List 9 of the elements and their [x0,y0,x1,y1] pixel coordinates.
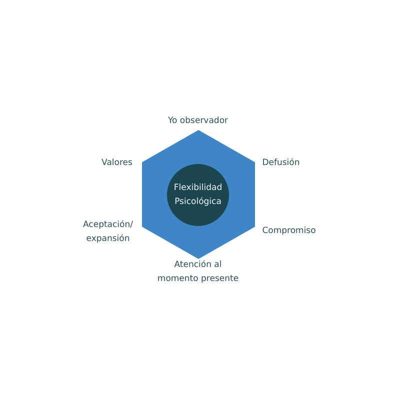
component-label: Yo observador [166,115,230,128]
component-label: Defusión [261,157,301,170]
component-label: Compromiso [261,225,317,238]
hexagon-shape [142,130,255,259]
component-label: Atención al momento presente [156,259,240,286]
component-label: Aceptación/ expansión [82,219,134,246]
component-label: Valores [100,157,134,170]
center-circle [167,164,229,226]
node-label: Flexibilidad Psicológica [173,182,223,209]
